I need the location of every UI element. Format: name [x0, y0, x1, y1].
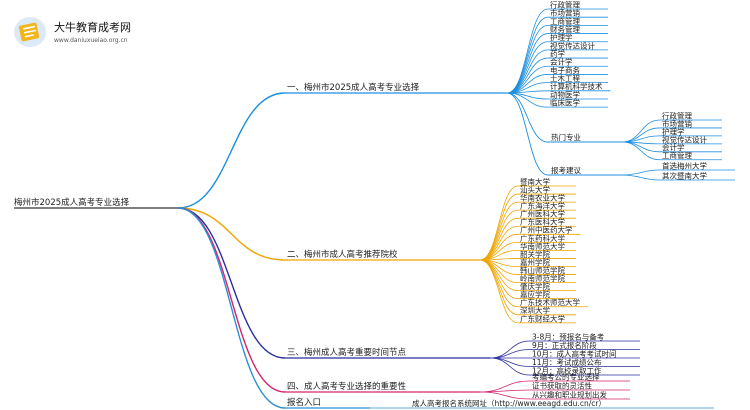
branch-2-label: 二、梅州市成人高考推荐院校 [287, 249, 398, 260]
portal-url-item: 成人高考报名系统网址（http://www.eeagd.edu.cn/cr） [412, 398, 606, 408]
school-item: 广东医科大学 [520, 217, 565, 227]
mindmap-nodes: 梅州市2025成人高考专业选择一、梅州市2025成人高考专业选择行政管理市场营销… [14, 0, 707, 408]
school-item: 暨南大学 [520, 176, 550, 186]
hot-majors-label: 热门专业 [551, 132, 581, 142]
school-item: 广东海洋大学 [520, 201, 565, 211]
school-connector [479, 259, 519, 300]
school-item: 肇庆学院 [520, 281, 550, 291]
major-item: 会计学 [550, 57, 573, 67]
mindmap-edges [14, 8, 735, 409]
branch-3-label: 三、梅州成人高考重要时间节点 [287, 347, 407, 358]
school-connector [479, 259, 519, 316]
school-item: 华南师范大学 [520, 241, 565, 251]
branch-5-label: 报名入口 [287, 397, 321, 408]
school-item: 嘉应学院 [520, 289, 550, 299]
major-item: 市场营销 [550, 8, 580, 18]
timeline-item: 3-8月：预报名与备考 [532, 331, 605, 341]
school-connector [479, 185, 519, 261]
major-item: 临床医学 [550, 98, 580, 108]
major-item: 工商管理 [550, 16, 580, 26]
school-item: 广州中医药大学 [520, 225, 573, 235]
school-connector [479, 259, 519, 324]
major-item: 视觉传达设计 [550, 40, 595, 50]
hot-major-item: 市场营销 [662, 118, 692, 128]
advice-item-connector [621, 174, 661, 181]
branch-4-label: 四、成人高考专业选择的重要性 [287, 381, 407, 392]
hot-item-connector [621, 141, 661, 161]
major-item: 行政管理 [550, 0, 580, 9]
major-item: 计算机科学技术 [550, 81, 603, 91]
major-connector [506, 92, 549, 108]
school-item: 韩山师范学院 [520, 265, 565, 275]
branch-1-label: 一、梅州市2025成人高考专业选择 [287, 82, 420, 93]
logo-title: 大牛教育成考网 [54, 20, 131, 34]
site-logo: 大牛教育成考网 www.daniuxueiao.org.cn [14, 17, 131, 47]
importance-item: 证书获取的灵活性 [532, 380, 592, 390]
timeline-item: 12月：高校录取工作 [532, 365, 602, 375]
major-item: 护理学 [550, 32, 573, 42]
hot-item-connector [621, 127, 661, 143]
branch-1-connector [177, 92, 286, 209]
timeline-item: 9月：正式报名阶段 [532, 340, 597, 350]
major-connector [506, 8, 549, 94]
hot-connector [506, 92, 549, 143]
major-item: 财务管理 [550, 24, 580, 34]
school-item: 韶关学院 [520, 249, 550, 259]
school-item: 华南农业大学 [520, 193, 565, 203]
branch-4-connector [177, 207, 286, 393]
advice-item-connector [621, 169, 661, 176]
school-item: 广东财经大学 [520, 313, 565, 323]
hot-major-item: 会计学 [662, 142, 685, 152]
major-item: 动物医学 [550, 89, 580, 99]
root-node: 梅州市2025成人高考专业选择 [14, 197, 130, 208]
branch-3-connector [177, 207, 286, 359]
timeline-item: 11月：考试成绩公布 [532, 357, 602, 367]
school-connector [479, 259, 519, 292]
book-icon [14, 17, 46, 47]
importance-connector [479, 389, 531, 393]
advice-connector [506, 92, 549, 176]
timeline-connector [489, 357, 531, 376]
branch-2-connector [177, 207, 286, 261]
school-item: 深圳大学 [520, 305, 550, 315]
school-item: 汕头大学 [520, 184, 550, 194]
school-item: 广州医科大学 [520, 209, 565, 219]
school-item: 广东药科大学 [520, 233, 565, 243]
advice-item: 首选梅州大学 [662, 160, 707, 170]
timeline-connector [489, 349, 531, 359]
importance-item: 从兴趣和职业规划出发 [532, 389, 607, 399]
hot-major-item: 行政管理 [662, 110, 692, 120]
major-connector [506, 16, 549, 94]
logo-url: www.daniuxueiao.org.cn [54, 37, 128, 44]
importance-connector [479, 391, 531, 400]
advice-label: 报考建议 [551, 165, 581, 175]
hot-major-item: 视觉传达设计 [662, 134, 707, 144]
timeline-connector [489, 357, 531, 367]
timeline-item: 10月：成人高考考试时间 [532, 348, 617, 358]
major-item: 土木工程 [550, 73, 580, 83]
major-item: 药学 [550, 48, 565, 58]
hot-major-item: 工商管理 [662, 150, 692, 160]
importance-item: 考编考公的专业选择 [532, 371, 600, 381]
school-item: 嘉州学院 [520, 257, 550, 267]
branch-5-connector [177, 207, 286, 409]
major-item: 电子商务 [550, 65, 580, 75]
school-item: 广东技术师范大学 [520, 297, 580, 307]
hot-major-item: 护理学 [662, 126, 685, 136]
school-item: 岭南师范学院 [520, 273, 565, 283]
major-connector [506, 65, 549, 94]
advice-item: 其次暨南大学 [662, 170, 707, 180]
